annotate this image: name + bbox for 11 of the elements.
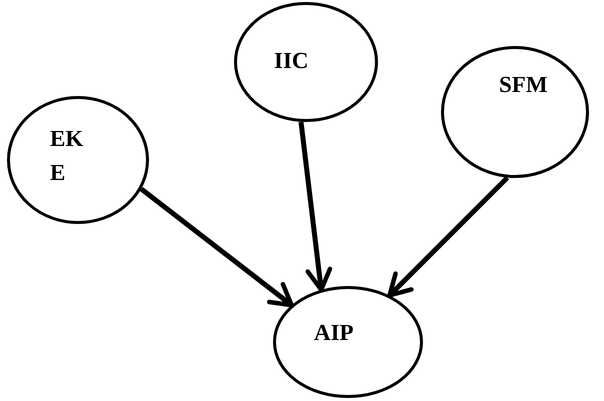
- node-circle: [273, 286, 423, 398]
- arrow: [387, 176, 510, 298]
- node-circle: [234, 2, 378, 122]
- node-label: EK E: [50, 125, 84, 187]
- node-label: IIC: [274, 47, 310, 75]
- node-label: SFM: [499, 71, 549, 99]
- arrow: [140, 187, 294, 308]
- node-label: AIP: [314, 319, 355, 347]
- arrow: [298, 122, 332, 292]
- node-circle: [7, 96, 149, 224]
- node-circle: [441, 46, 589, 178]
